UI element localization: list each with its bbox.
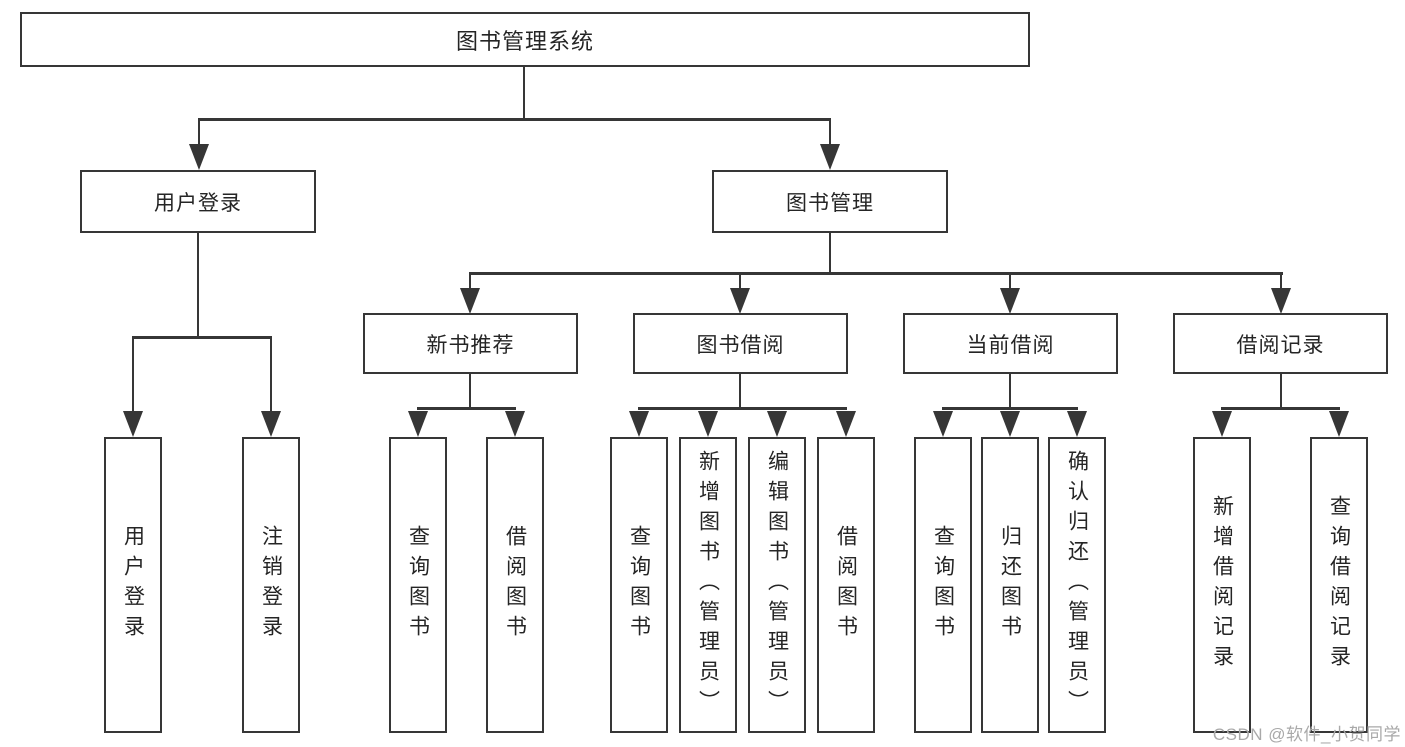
leaf-add-book-admin: 新增图书（管理员） <box>679 437 737 733</box>
arrowhead-borrow-book-1 <box>505 411 525 437</box>
connector-new-book-stem <box>468 373 472 409</box>
arrowhead-add-book <box>698 411 718 437</box>
arrowhead-return-book <box>1000 411 1020 437</box>
leaf-borrow-book-1: 借阅图书 <box>486 437 544 733</box>
leaf-return-book: 归还图书 <box>981 437 1039 733</box>
arrowhead-leaf-user-login <box>123 411 143 437</box>
leaf-logout-label: 注销登录 <box>259 525 283 645</box>
leaf-edit-book-admin-label: 编辑图书（管理员） <box>765 450 789 720</box>
leaf-user-login-label: 用户登录 <box>121 525 145 645</box>
arrowhead-book-borrow <box>730 288 750 314</box>
node-user-login: 用户登录 <box>80 170 316 233</box>
connector-user-login-rail <box>131 336 273 339</box>
leaf-borrow-book-1-label: 借阅图书 <box>503 525 527 645</box>
arrowhead-query-books-2 <box>629 411 649 437</box>
arrowhead-current-borrow <box>1000 288 1020 314</box>
connector-root-stem <box>522 67 526 119</box>
node-book-management-label: 图书管理 <box>786 191 874 215</box>
leaf-query-books-3-label: 查询图书 <box>931 525 955 645</box>
connector-new-book-rail <box>416 407 517 410</box>
arrowhead-borrow-records <box>1271 288 1291 314</box>
arrowhead-new-book <box>460 288 480 314</box>
leaf-query-books-2-label: 查询图书 <box>627 525 651 645</box>
connector-drop-borrow-records <box>1279 272 1283 291</box>
node-library-system-label: 图书管理系统 <box>455 28 594 54</box>
connector-borrow-records-rail <box>1220 407 1341 410</box>
leaf-edit-book-admin: 编辑图书（管理员） <box>748 437 806 733</box>
node-book-borrow-label: 图书借阅 <box>696 333 785 357</box>
node-borrow-records: 借阅记录 <box>1173 313 1388 374</box>
node-current-borrow: 当前借阅 <box>903 313 1118 374</box>
connector-book-borrow-stem <box>738 373 742 409</box>
arrowhead-edit-book <box>767 411 787 437</box>
arrowhead-borrow-book-2 <box>836 411 856 437</box>
arrowhead-query-books-3 <box>933 411 953 437</box>
arrowhead-user-login <box>189 144 209 170</box>
leaf-query-books-1: 查询图书 <box>389 437 447 733</box>
arrowhead-confirm-return <box>1067 411 1087 437</box>
leaf-query-books-1-label: 查询图书 <box>406 525 430 645</box>
leaf-query-borrow-record: 查询借阅记录 <box>1310 437 1368 733</box>
arrowhead-add-borrow-record <box>1212 411 1232 437</box>
leaf-add-borrow-record: 新增借阅记录 <box>1193 437 1251 733</box>
connector-drop-book-management <box>828 118 832 148</box>
leaf-confirm-return-admin-label: 确认归还（管理员） <box>1065 450 1089 720</box>
node-library-system: 图书管理系统 <box>20 12 1030 67</box>
node-new-book-recommend: 新书推荐 <box>363 313 578 374</box>
connector-book-management-stem <box>828 232 832 274</box>
node-user-login-label: 用户登录 <box>154 191 242 215</box>
connector-drop-leaf-logout <box>269 336 273 413</box>
connector-borrow-records-stem <box>1279 373 1283 409</box>
arrowhead-query-books-1 <box>408 411 428 437</box>
leaf-query-books-3: 查询图书 <box>914 437 972 733</box>
connector-book-management-rail <box>468 272 1283 275</box>
node-book-borrow: 图书借阅 <box>633 313 848 374</box>
connector-drop-book-borrow <box>738 272 742 291</box>
connector-user-login-stem <box>196 232 200 338</box>
arrowhead-query-borrow-record <box>1329 411 1349 437</box>
arrowhead-leaf-logout <box>261 411 281 437</box>
arrowhead-book-management <box>820 144 840 170</box>
csdn-watermark: CSDN @软件_小贺同学 <box>1212 725 1401 744</box>
connector-drop-user-login <box>197 118 201 148</box>
node-book-management: 图书管理 <box>712 170 948 233</box>
connector-current-borrow-rail <box>941 407 1079 410</box>
node-new-book-recommend-label: 新书推荐 <box>426 333 515 357</box>
leaf-add-borrow-record-label: 新增借阅记录 <box>1210 495 1234 675</box>
leaf-borrow-book-2: 借阅图书 <box>817 437 875 733</box>
node-borrow-records-label: 借阅记录 <box>1236 333 1325 357</box>
connector-drop-leaf-user-login <box>131 336 135 413</box>
leaf-query-borrow-record-label: 查询借阅记录 <box>1327 495 1351 675</box>
leaf-return-book-label: 归还图书 <box>998 525 1022 645</box>
leaf-query-books-2: 查询图书 <box>610 437 668 733</box>
node-current-borrow-label: 当前借阅 <box>966 333 1055 357</box>
leaf-add-book-admin-label: 新增图书（管理员） <box>696 450 720 720</box>
leaf-logout: 注销登录 <box>242 437 300 733</box>
leaf-user-login: 用户登录 <box>104 437 162 733</box>
connector-current-borrow-stem <box>1008 373 1012 409</box>
leaf-confirm-return-admin: 确认归还（管理员） <box>1048 437 1106 733</box>
leaf-borrow-book-2-label: 借阅图书 <box>834 525 858 645</box>
connector-drop-current-borrow <box>1008 272 1012 291</box>
connector-root-rail <box>197 118 832 121</box>
connector-book-borrow-rail <box>637 407 848 410</box>
connector-drop-new-book <box>468 272 472 291</box>
